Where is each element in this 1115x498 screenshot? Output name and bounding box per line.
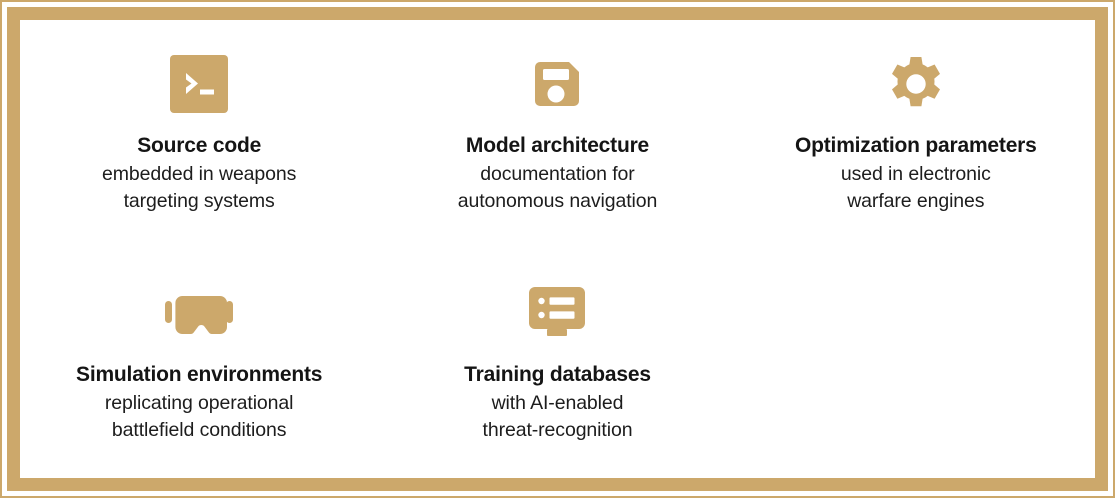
card-description: documentation for autonomous navigation (457, 162, 658, 213)
server-database-icon (528, 277, 586, 349)
card-title: Model architecture (465, 134, 650, 157)
terminal-icon (170, 48, 229, 120)
card-training-databases[interactable]: Training databases with AI-enabled threa… (378, 249, 736, 478)
card-description: used in electronic warfare engines (840, 162, 991, 213)
card-description: embedded in weapons targeting systems (101, 162, 297, 213)
card-source-code[interactable]: Source code embedded in weapons targetin… (20, 20, 378, 249)
card-description: with AI-enabled threat-recognition (482, 391, 633, 442)
floppy-disk-save-icon (528, 48, 586, 120)
card-simulation-environments[interactable]: Simulation environments replicating oper… (20, 249, 378, 478)
card-grid: Source code embedded in weapons targetin… (20, 20, 1095, 478)
card-model-architecture[interactable]: Model architecture documentation for aut… (378, 20, 736, 249)
card-title: Simulation environments (76, 363, 323, 386)
card-description: replicating operational battlefield cond… (104, 391, 294, 442)
card-title: Source code (137, 134, 262, 157)
vr-headset-icon (165, 277, 234, 349)
gear-icon (885, 48, 947, 120)
content-area: Source code embedded in weapons targetin… (20, 20, 1095, 478)
card-title: Optimization parameters (795, 134, 1037, 157)
card-optimization-parameters[interactable]: Optimization parameters used in electron… (737, 20, 1095, 249)
card-title: Training databases (464, 363, 651, 386)
